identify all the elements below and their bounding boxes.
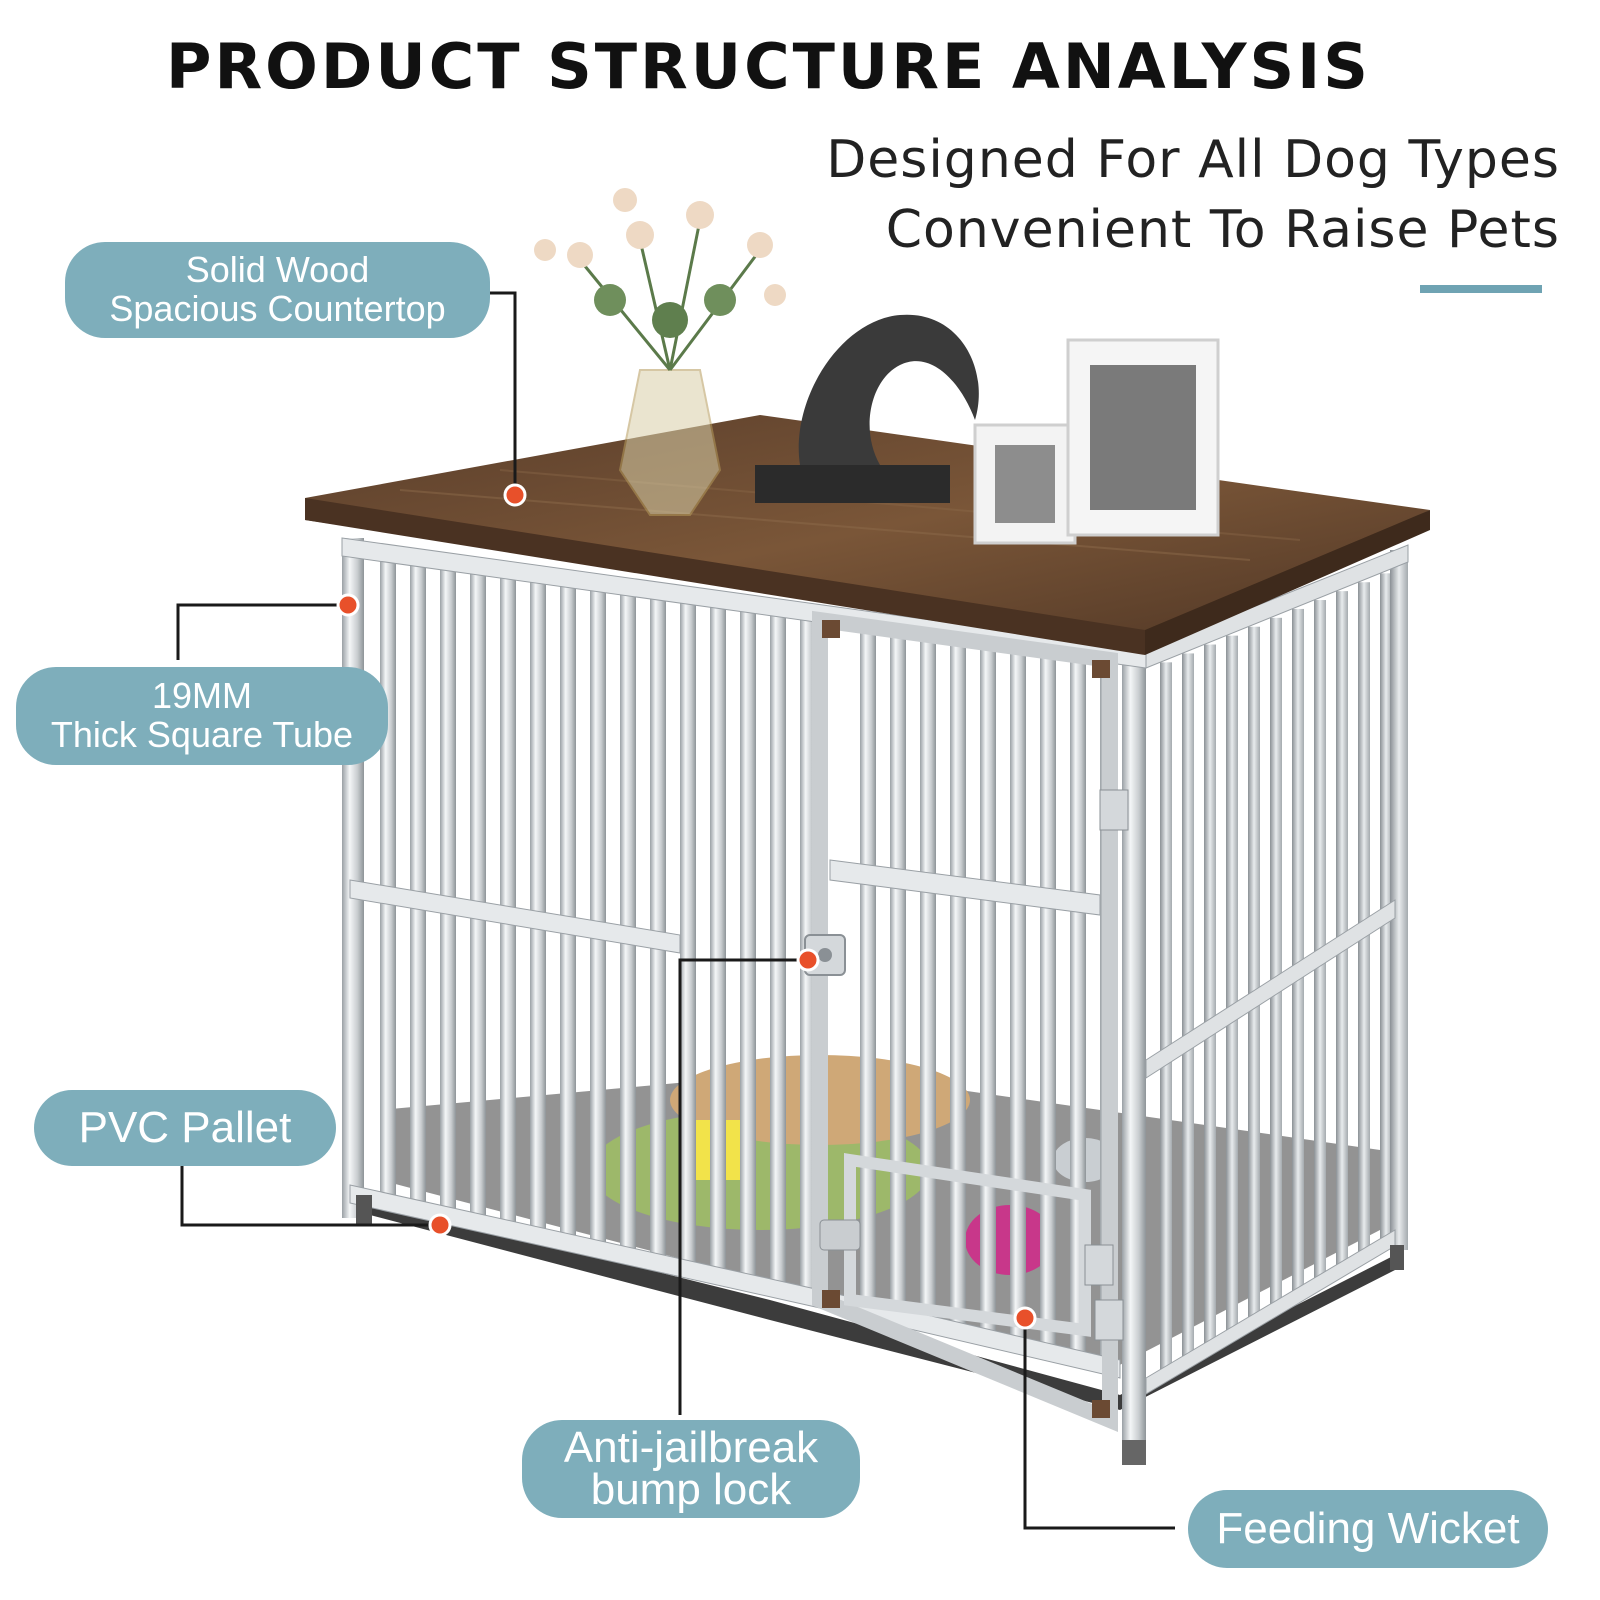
cage-bar [1248,626,1260,1325]
callout-countertop-line1: Solid Wood [185,249,370,291]
door-hinges [1084,789,1129,1341]
cage-bar [470,573,486,1223]
cage-bar [560,586,576,1243]
feeding-wicket [819,1153,1091,1337]
cage-bar [770,615,786,1291]
callout-pallet: PVC Pallet [34,1090,336,1166]
callout-lock: Anti-jailbreak bump lock [522,1420,860,1518]
photo-frames [973,338,1220,545]
callout-tube-line2: Thick Square Tube [50,714,354,755]
cage-bar [1270,617,1282,1312]
flower-vase [534,188,786,516]
cage-bar [1070,657,1086,1359]
side-panel-bars [1160,573,1392,1377]
cage-bar [710,607,726,1277]
marker-tube [336,593,360,617]
subtitle-line-1: Designed For All Dog Types [826,130,1560,190]
cage-bar [440,569,456,1216]
callout-markers [336,483,1037,1330]
leader-line-countertop [485,291,517,485]
callout-pallet-line1: PVC Pallet [78,1103,292,1153]
cage-bar [1336,591,1348,1273]
leader-lines [176,291,1175,1530]
page-title: PRODUCT STRUCTURE ANALYSIS [166,30,1371,103]
callout-tube: 19MM Thick Square Tube [16,667,388,765]
sculpture [755,314,979,503]
leader-line-pallet [180,1160,440,1227]
cage-bar [1182,653,1194,1364]
cage-bar [890,632,906,1318]
callout-tube-line1: 19MM [151,675,253,717]
cage-bar [1160,662,1172,1377]
cage-bar [380,561,396,1202]
cage-bar [1040,653,1056,1352]
cage-bar [1292,608,1304,1299]
leader-line-lock [678,958,808,1415]
marker-lock [796,948,820,972]
cage-bar [410,565,426,1209]
callout-lock-line2: bump lock [590,1465,792,1514]
cage-bar [1010,649,1026,1345]
cage-bar [1204,644,1216,1351]
callout-wicket-line1: Feeding Wicket [1216,1504,1520,1554]
cage-bar [740,611,756,1284]
cage-door [812,610,1118,1432]
callout-lock-line1: Anti-jailbreak [563,1423,819,1473]
marker-wicket [1013,1306,1037,1330]
cage-bar [1226,635,1238,1338]
cage-bar [620,594,636,1257]
leader-line-tube [176,603,345,660]
subtitle-line-2: Convenient To Raise Pets [885,200,1560,260]
callout-countertop-line2: Spacious Countertop [109,288,446,329]
cage-bar [1314,600,1326,1286]
callout-wicket: Feeding Wicket [1188,1490,1548,1568]
callout-countertop: Solid Wood Spacious Countertop [65,242,490,338]
accent-bar [1420,285,1542,293]
cage-bar [530,582,546,1236]
marker-countertop [503,483,527,507]
cage-bar [500,578,516,1230]
marker-pallet [428,1213,452,1237]
cage-bar [860,628,876,1311]
cage-bar [680,603,696,1270]
cage-bar [920,636,936,1325]
cage-bar [590,590,606,1250]
cage-bar [980,644,996,1339]
leader-line-wicket [1023,1318,1175,1530]
cage-bar [950,640,966,1332]
